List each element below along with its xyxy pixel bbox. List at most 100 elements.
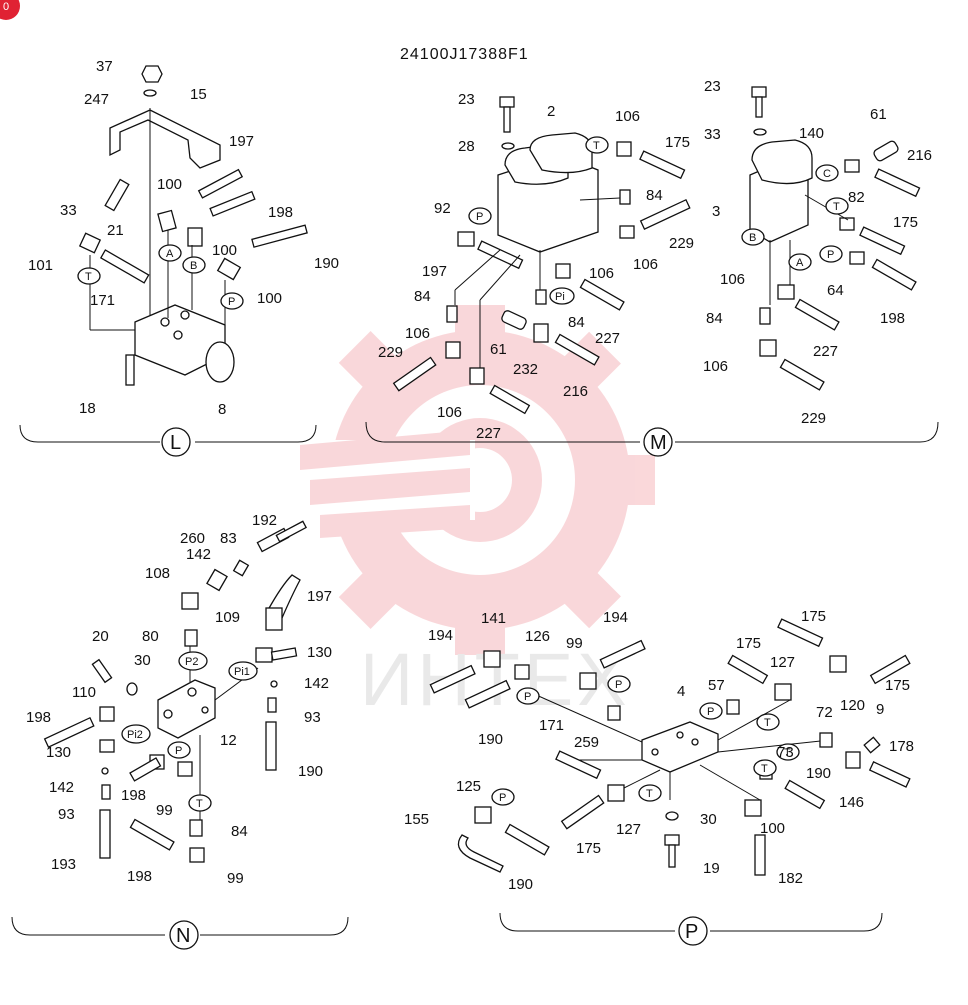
port-b: B [190,260,197,272]
port-p: P [476,211,483,223]
port-p2: P2 [185,656,198,668]
port-pi1: Pi1 [234,666,250,678]
port-t: T [196,798,203,810]
elbow-fitting-icon [265,607,283,631]
watermark: ИНТЕХ [290,305,655,721]
adapter-fitting-icon [267,697,277,713]
callout: 198 [26,709,51,726]
callout: 23 [704,78,721,95]
section-label-m: M [650,432,667,454]
callout: 80 [142,628,159,645]
callout: 198 [121,787,146,804]
callout: 99 [156,802,173,819]
callout: 155 [404,811,429,828]
callout: 175 [801,608,826,625]
callout: 197 [422,263,447,280]
callout: 198 [268,204,293,221]
port-p: P [707,706,714,718]
port-t: T [761,763,768,775]
port-pi2: Pi2 [127,729,143,741]
port-t: T [593,140,600,152]
port-t: T [784,747,791,759]
port-a: A [166,248,174,260]
adapter-fitting-icon [255,647,273,663]
callout: 30 [134,652,151,669]
tee-fitting-icon [483,650,501,668]
callout: 198 [127,868,152,885]
callout: 110 [72,684,96,701]
port-p: P [615,679,622,691]
port-pi: Pi [555,291,565,303]
port-t: T [646,788,653,800]
callout: 92 [434,200,451,217]
nut-part-icon [206,568,228,592]
callout: 33 [60,202,77,219]
adapter-fitting-icon [514,664,530,680]
callout: 190 [478,731,503,748]
elbow-fitting-icon [744,799,762,817]
control-valve-part-icon [497,132,599,253]
callout: 82 [848,189,865,206]
callout: 84 [231,823,248,840]
callout: 100 [760,820,785,837]
callout: 197 [229,133,254,150]
elbow-fitting-icon [78,232,102,254]
callout: 9 [876,701,884,718]
corner-badge: 0 [0,0,20,20]
adapter-fitting-icon [607,705,621,721]
callout: 84 [414,288,431,305]
plug-part-icon [501,310,527,330]
callout: 106 [405,325,430,342]
adapter-fitting-icon [189,819,203,837]
callout: 18 [79,400,96,417]
callout: 190 [314,255,339,272]
elbow-fitting-icon [619,225,635,239]
port-b: B [749,232,756,244]
callout: 175 [736,635,761,652]
corner-badge-text: 0 [3,1,9,13]
plug-part-icon [873,140,899,162]
tee-fitting-icon [474,806,492,824]
callout: 99 [227,870,244,887]
callout: 73 [777,744,794,761]
callout: 141 [481,610,506,627]
bracket-part-icon [109,109,221,169]
callout: 19 [703,860,720,877]
callout: 28 [458,138,475,155]
callout: 216 [563,383,588,400]
adapter-fitting-icon [819,732,833,748]
port-p: P [499,792,506,804]
tee-fitting-icon [774,683,792,701]
adapter-fitting-icon [535,289,547,305]
adapter-fitting-icon [619,189,631,205]
manifold-part-icon [134,304,235,383]
callout: 57 [708,677,725,694]
elbow-fitting-icon [844,159,860,173]
elbow-fitting-icon [99,706,115,722]
tee-fitting-icon [829,655,847,673]
drawing-number: 24100J17388F1 [400,46,529,63]
manifold-block-part-icon [157,679,216,739]
callout: 182 [778,870,803,887]
elbow-fitting-icon [99,739,115,753]
callout: 260 [180,530,205,547]
callout: 171 [90,292,115,309]
callout: 100 [212,242,237,259]
elbow-fitting-icon [457,231,475,247]
callout: 84 [646,187,663,204]
port-c: C [823,168,831,180]
nut-part-icon [141,65,163,83]
adapter-fitting-icon [849,251,865,265]
callout: 127 [616,821,641,838]
callout: 99 [566,635,583,652]
callout: 194 [428,627,453,644]
section-label-n: N [176,925,190,947]
callout: 227 [476,425,501,442]
elbow-fitting-icon [579,672,597,690]
washer-part-icon [665,811,679,821]
callout: 140 [799,125,824,142]
callout: 142 [304,675,329,692]
callout: 101 [28,257,53,274]
callout: 3 [712,203,720,220]
